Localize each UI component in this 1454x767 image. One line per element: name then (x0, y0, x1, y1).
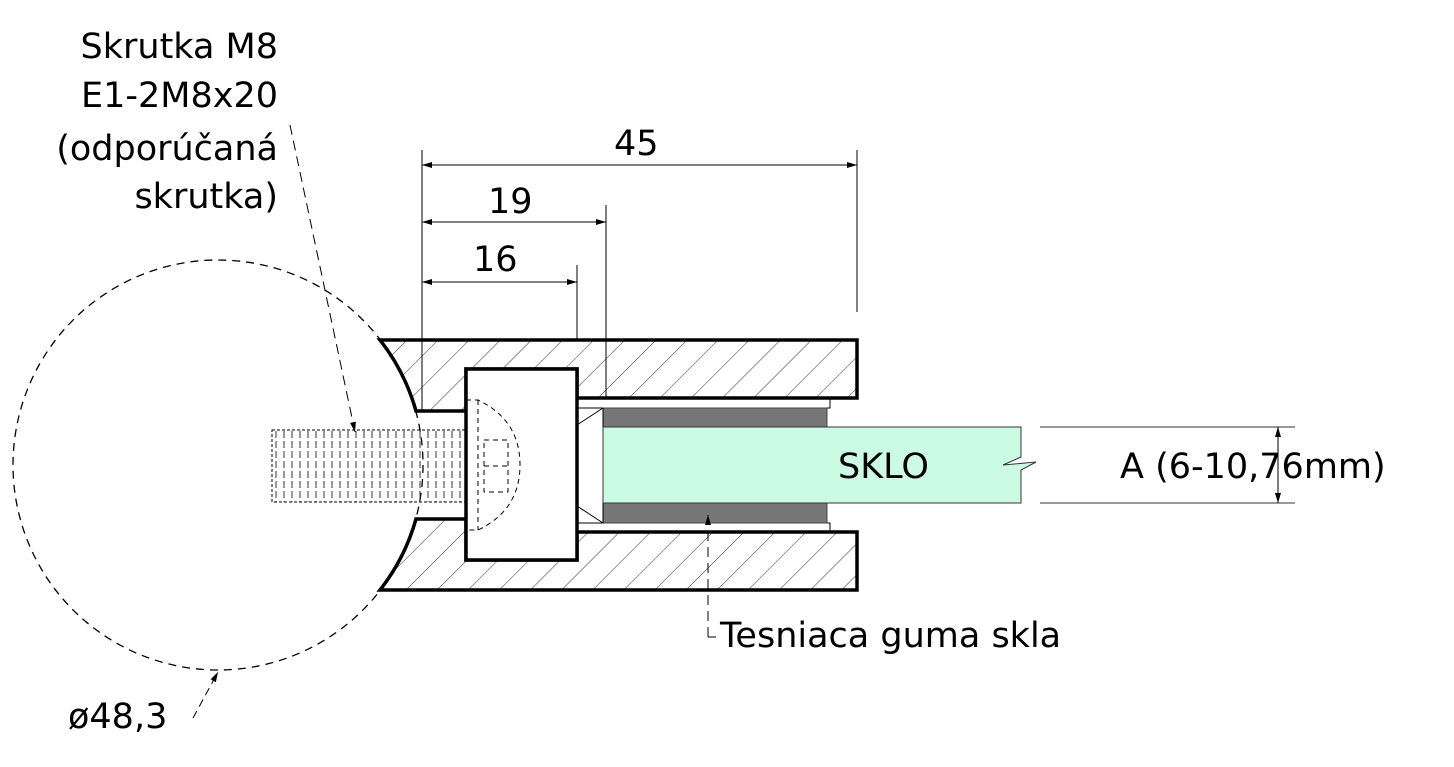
dim-45: 45 (614, 124, 659, 164)
upper-jaw (376, 338, 859, 413)
upper-gasket (602, 407, 828, 429)
screw-head-dome (466, 399, 521, 531)
screw-label-3: (odporúčaná (56, 129, 278, 169)
screw-leader (289, 124, 356, 433)
screw-label-1: Skrutka M8 (81, 27, 278, 67)
screw-label-2: E1-2M8x20 (81, 76, 278, 116)
screw-socket (483, 439, 509, 493)
glass-panel (602, 426, 1037, 504)
dim-a-label: A (6-10,76mm) (1120, 447, 1386, 487)
gasket-label: Tesniaca guma skla (719, 616, 1061, 656)
diameter-leader (192, 671, 219, 719)
dim-19: 19 (488, 182, 533, 222)
glass-label: SKLO (838, 447, 929, 487)
bolt-head-block (464, 367, 579, 562)
chamfer-lines (576, 407, 604, 524)
dim-16: 16 (473, 240, 518, 280)
lower-gasket (602, 502, 828, 524)
screw-label-4: skrutka) (134, 177, 278, 217)
dim-a-extension (1040, 426, 1295, 504)
screw-thread (271, 429, 467, 503)
diameter-label: ø48,3 (68, 697, 167, 737)
